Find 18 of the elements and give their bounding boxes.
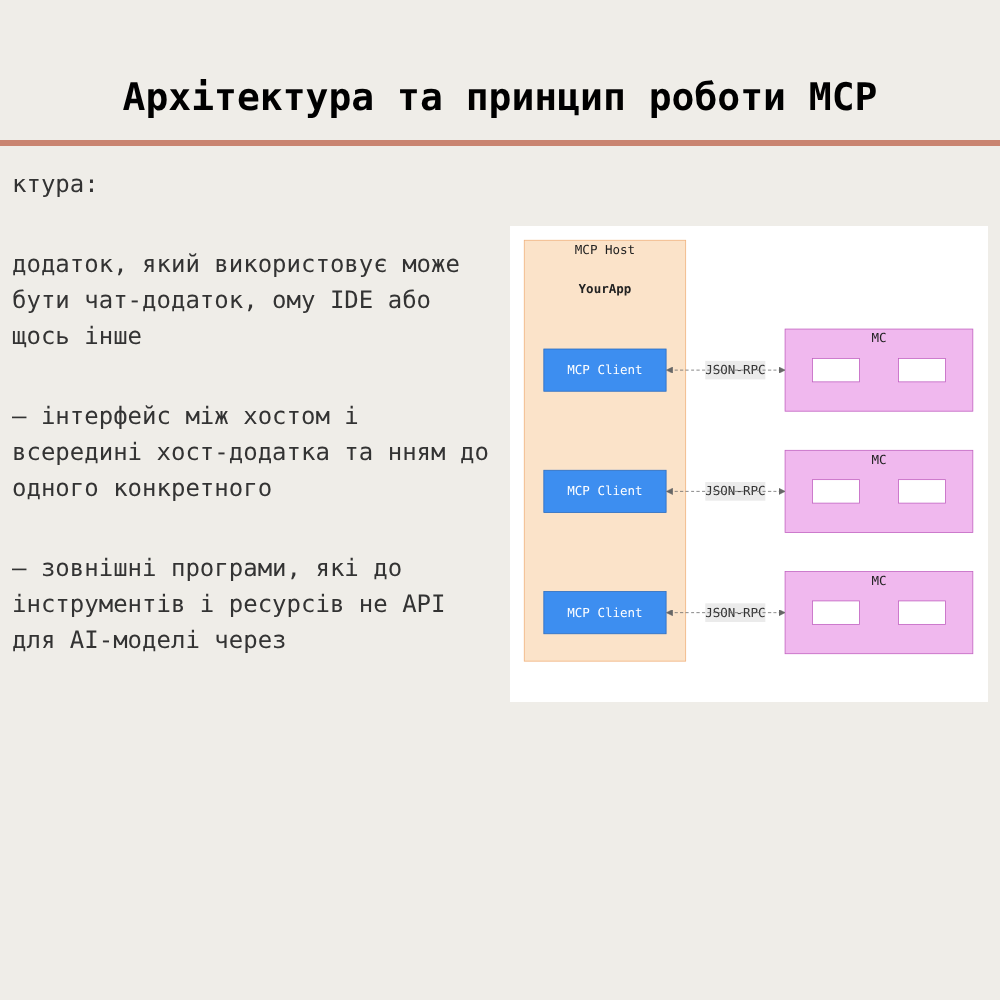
- cluster: [785, 328, 975, 412]
- node-box: [544, 469, 668, 513]
- node-box: [899, 358, 947, 383]
- body-text: ктура:: [12, 168, 101, 202]
- node-box: [813, 358, 861, 383]
- cluster: [785, 449, 975, 533]
- cluster: [785, 571, 975, 655]
- body-text: – інтерфейс між хостом і всередині хост-додатка та нням до одного конкретного: [12, 400, 491, 506]
- node-box: [899, 479, 947, 504]
- node-box: [813, 479, 861, 504]
- slide-title: Архітектура та принцип роботи MCP: [0, 0, 1000, 146]
- node-box: [813, 600, 861, 625]
- node-box: [544, 348, 668, 392]
- body-text: – зовнішні програми, які до інструментів і ресурсів не API для AI-моделі через: [12, 552, 448, 658]
- cluster: [524, 239, 687, 662]
- body-text: додаток, який використовує може бути чат-додаток, ому IDE або щось інше: [12, 248, 462, 354]
- node-box: [544, 591, 668, 635]
- node-box: [899, 600, 947, 625]
